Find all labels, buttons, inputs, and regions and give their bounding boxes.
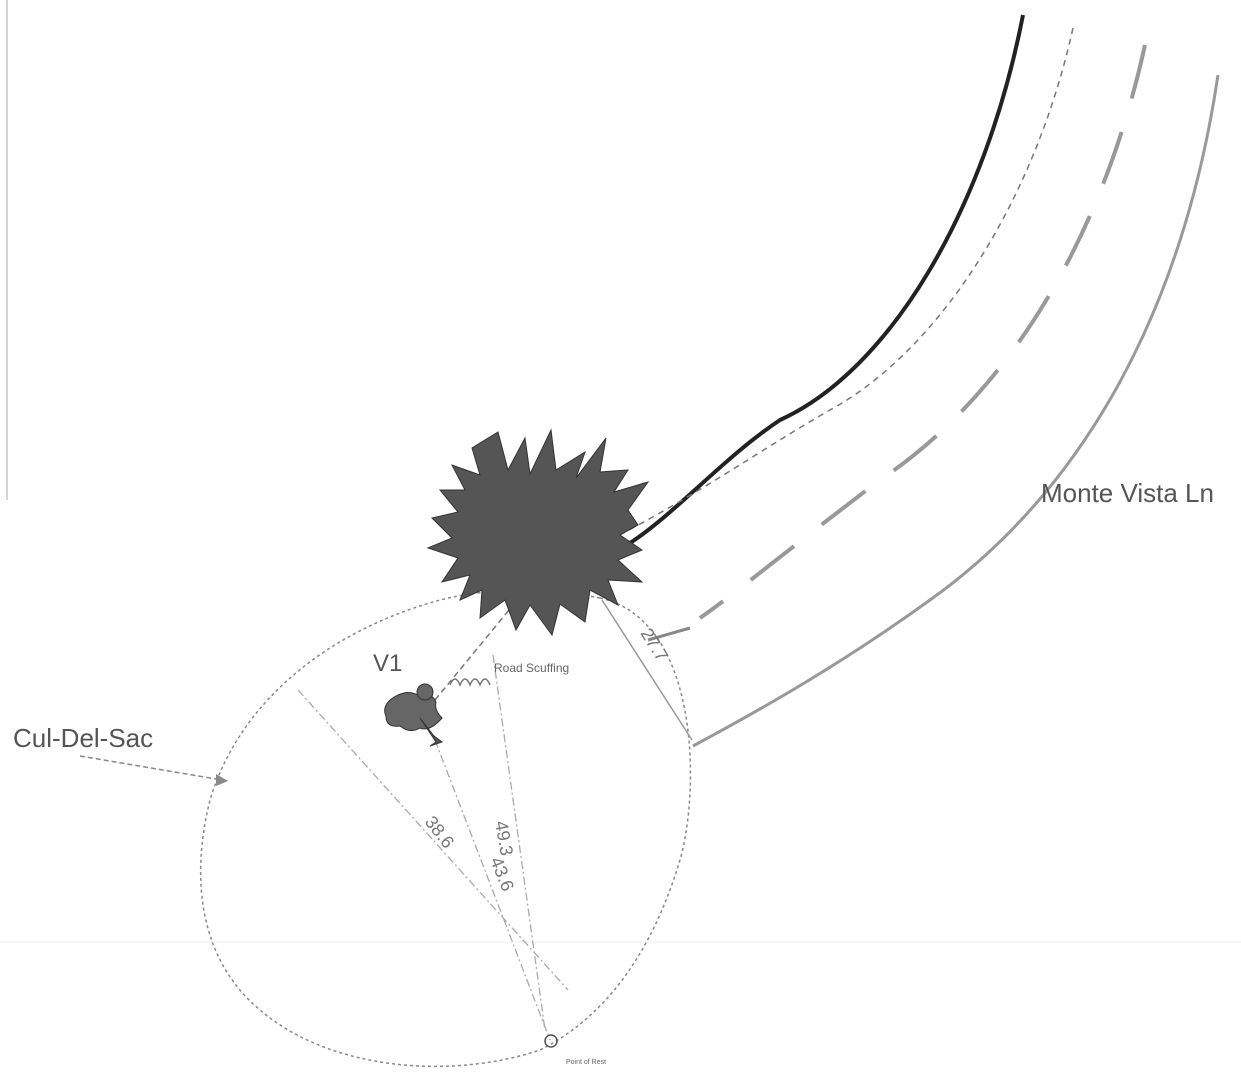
point-of-rest-icon — [544, 1034, 558, 1048]
measure-label-38-6: 38.6 — [421, 812, 458, 852]
point-of-rest-label: Point of Rest — [566, 1059, 606, 1066]
road-edge-dashed-thin — [599, 27, 1074, 546]
measure-line-43-6 — [434, 739, 551, 1041]
measure-label-49-3: 49.3 — [491, 819, 517, 857]
street-label-monte-vista: Monte Vista Ln — [1041, 478, 1214, 508]
cul-de-sac-circle — [199, 589, 692, 1068]
tree-icon — [426, 428, 650, 637]
road-edge-inner — [620, 14, 1025, 550]
measure-tick-27-7 — [647, 626, 691, 642]
vehicle-v1-icon — [384, 683, 444, 747]
vehicle-label-v1: V1 — [373, 650, 402, 677]
arrowhead-icon — [216, 774, 228, 786]
road-edge-outer — [692, 74, 1220, 748]
measure-label-27-7: 27.7 — [637, 625, 673, 665]
road-centerline — [698, 44, 1147, 620]
measure-line-27-7 — [601, 599, 693, 741]
measure-line-49-3 — [492, 654, 546, 1031]
road-scuffing-label: Road Scuffing — [494, 661, 569, 675]
cul-de-sac-label: Cul-Del-Sac — [13, 723, 153, 753]
measure-label-43-6: 43.6 — [486, 854, 518, 894]
measure-line-38-6 — [297, 689, 569, 991]
road-monte-vista — [599, 14, 1220, 748]
cul-de-sac-arrow — [79, 755, 229, 782]
